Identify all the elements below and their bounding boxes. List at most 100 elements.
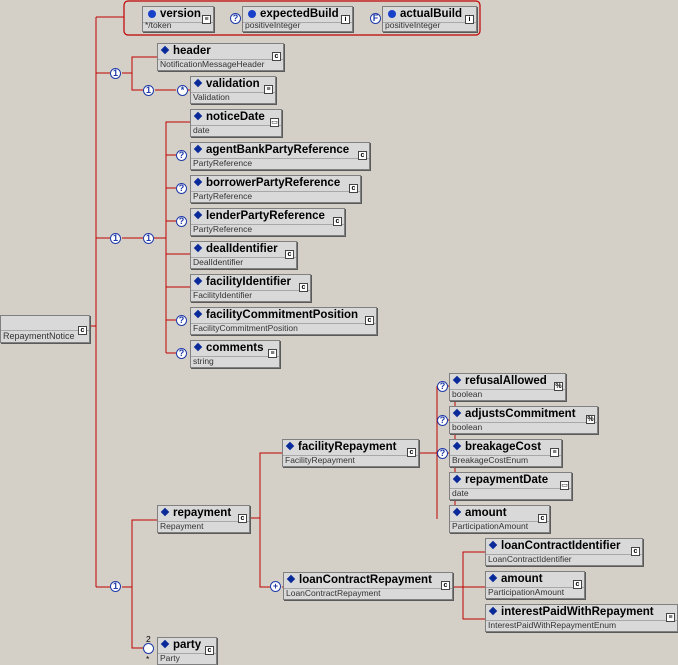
- attribute-version[interactable]: version */token ≡: [142, 6, 214, 32]
- element-facility-identifier[interactable]: facilityIdentifier FacilityIdentifier c: [190, 274, 311, 302]
- element-deal-identifier[interactable]: dealIdentifier DealIdentifier c: [190, 241, 297, 269]
- element-type: boolean: [452, 422, 483, 432]
- complex-type-icon: c: [365, 316, 374, 325]
- element-breakage-cost[interactable]: breakageCost BreakageCostEnum ≡: [449, 439, 562, 467]
- complex-type-icon: c: [299, 283, 308, 292]
- element-type: Party: [160, 653, 180, 663]
- element-type: date: [452, 488, 469, 498]
- element-lender-party-reference[interactable]: lenderPartyReference PartyReference c: [190, 208, 345, 236]
- element-loan-contract-identifier[interactable]: loanContractIdentifier LoanContractIdent…: [485, 538, 643, 566]
- element-type: LoanContractRepayment: [286, 588, 381, 598]
- root-element[interactable]: RepaymentNotice c: [0, 315, 90, 343]
- element-type: InterestPaidWithRepaymentEnum: [488, 620, 617, 630]
- attribute-type: */token: [145, 20, 172, 30]
- element-interest-paid-with-repayment[interactable]: interestPaidWithRepayment InterestPaidWi…: [485, 604, 678, 632]
- element-party[interactable]: party Party c: [157, 637, 217, 665]
- element-icon: [193, 276, 203, 286]
- element-name: repaymentDate: [465, 474, 549, 486]
- simple-type-icon: ▭: [270, 118, 279, 127]
- element-amount[interactable]: amount ParticipationAmount c: [449, 505, 550, 533]
- complex-type-icon: c: [349, 184, 358, 193]
- element-name: loanContractIdentifier: [501, 540, 621, 552]
- attribute-icon: [148, 10, 156, 18]
- complex-type-icon: c: [538, 514, 547, 523]
- element-icon: [160, 639, 170, 649]
- element-icon: [452, 441, 462, 451]
- element-facility-commitment-position[interactable]: facilityCommitmentPosition FacilityCommi…: [190, 307, 377, 335]
- element-icon: [452, 507, 462, 517]
- element-borrower-party-reference[interactable]: borrowerPartyReference PartyReference c: [190, 175, 361, 203]
- element-amount[interactable]: amount ParticipationAmount c: [485, 571, 585, 599]
- optional-connector[interactable]: ?: [437, 448, 448, 459]
- element-icon: [193, 78, 203, 88]
- element-icon: [286, 574, 296, 584]
- sequence-connector[interactable]: 1: [110, 233, 121, 244]
- element-icon: [193, 210, 203, 220]
- optional-connector[interactable]: ?: [437, 381, 448, 392]
- choice-connector[interactable]: +: [270, 581, 281, 592]
- attribute-expected-build[interactable]: expectedBuild positiveInteger i: [242, 6, 353, 32]
- optional-connector[interactable]: ?: [176, 315, 187, 326]
- element-icon: [452, 375, 462, 385]
- complex-type-icon: c: [573, 580, 582, 589]
- complex-type-icon: c: [441, 581, 450, 590]
- element-name: facilityCommitmentPosition: [206, 309, 359, 321]
- complex-type-icon: c: [205, 646, 214, 655]
- element-type: PartyReference: [193, 158, 253, 168]
- list-icon: ≡: [264, 85, 273, 94]
- element-name: loanContractRepayment: [299, 574, 432, 586]
- element-name: header: [173, 45, 211, 57]
- sequence-connector[interactable]: 1: [110, 68, 121, 79]
- cardinality-max: 2: [146, 634, 151, 644]
- attribute-type: positiveInteger: [385, 20, 441, 30]
- element-icon: [488, 540, 498, 550]
- element-validation[interactable]: validation Validation ≡: [190, 76, 276, 104]
- element-header[interactable]: header NotificationMessageHeader c: [157, 43, 284, 71]
- element-name: dealIdentifier: [206, 243, 278, 255]
- element-name: interestPaidWithRepayment: [501, 606, 654, 618]
- element-type: PartyReference: [193, 191, 253, 201]
- complex-type-icon: c: [272, 52, 281, 61]
- sequence-connector[interactable]: 1: [110, 581, 121, 592]
- element-type: FacilityCommitmentPosition: [193, 323, 298, 333]
- element-name: repayment: [173, 507, 232, 519]
- optional-connector[interactable]: ?: [176, 348, 187, 359]
- element-type: Repayment: [160, 521, 204, 531]
- element-loan-contract-repayment[interactable]: loanContractRepayment LoanContractRepaym…: [283, 572, 453, 600]
- element-icon: [452, 474, 462, 484]
- element-comments[interactable]: comments string ≡: [190, 340, 280, 368]
- element-name: refusalAllowed: [465, 375, 547, 387]
- element-notice-date[interactable]: noticeDate date ▭: [190, 109, 282, 137]
- element-repayment-date[interactable]: repaymentDate date ▭: [449, 472, 572, 500]
- attribute-actual-build[interactable]: actualBuild positiveInteger i: [382, 6, 477, 32]
- cardinality-connector[interactable]: [143, 643, 154, 654]
- element-name: validation: [206, 78, 260, 90]
- sequence-connector[interactable]: 1: [143, 233, 154, 244]
- optional-connector[interactable]: ?: [437, 415, 448, 426]
- element-adjusts-commitment[interactable]: adjustsCommitment boolean %: [449, 406, 598, 434]
- attribute-type: positiveInteger: [245, 20, 301, 30]
- many-connector[interactable]: *: [177, 85, 188, 96]
- element-refusal-allowed[interactable]: refusalAllowed boolean %: [449, 373, 566, 401]
- element-repayment[interactable]: repayment Repayment c: [157, 505, 250, 533]
- element-icon: [193, 177, 203, 187]
- element-icon: [488, 573, 498, 583]
- element-agent-bank-party-reference[interactable]: agentBankPartyReference PartyReference c: [190, 142, 370, 170]
- optional-connector[interactable]: ?: [176, 216, 187, 227]
- optional-connector[interactable]: ?: [176, 150, 187, 161]
- element-icon: [452, 408, 462, 418]
- element-icon: [193, 342, 203, 352]
- element-icon: [285, 441, 295, 451]
- optional-connector[interactable]: ?: [176, 183, 187, 194]
- fixed-icon: F: [370, 13, 381, 24]
- complex-type-icon: c: [333, 217, 342, 226]
- element-name: noticeDate: [206, 111, 265, 123]
- sequence-connector[interactable]: 1: [143, 85, 154, 96]
- element-type: PartyReference: [193, 224, 253, 234]
- optional-icon: ?: [230, 13, 241, 24]
- list-icon: ≡: [268, 349, 277, 358]
- element-type: DealIdentifier: [193, 257, 244, 267]
- complex-type-icon: c: [358, 151, 367, 160]
- element-facility-repayment[interactable]: facilityRepayment FacilityRepayment c: [282, 439, 419, 467]
- element-name: amount: [501, 573, 543, 585]
